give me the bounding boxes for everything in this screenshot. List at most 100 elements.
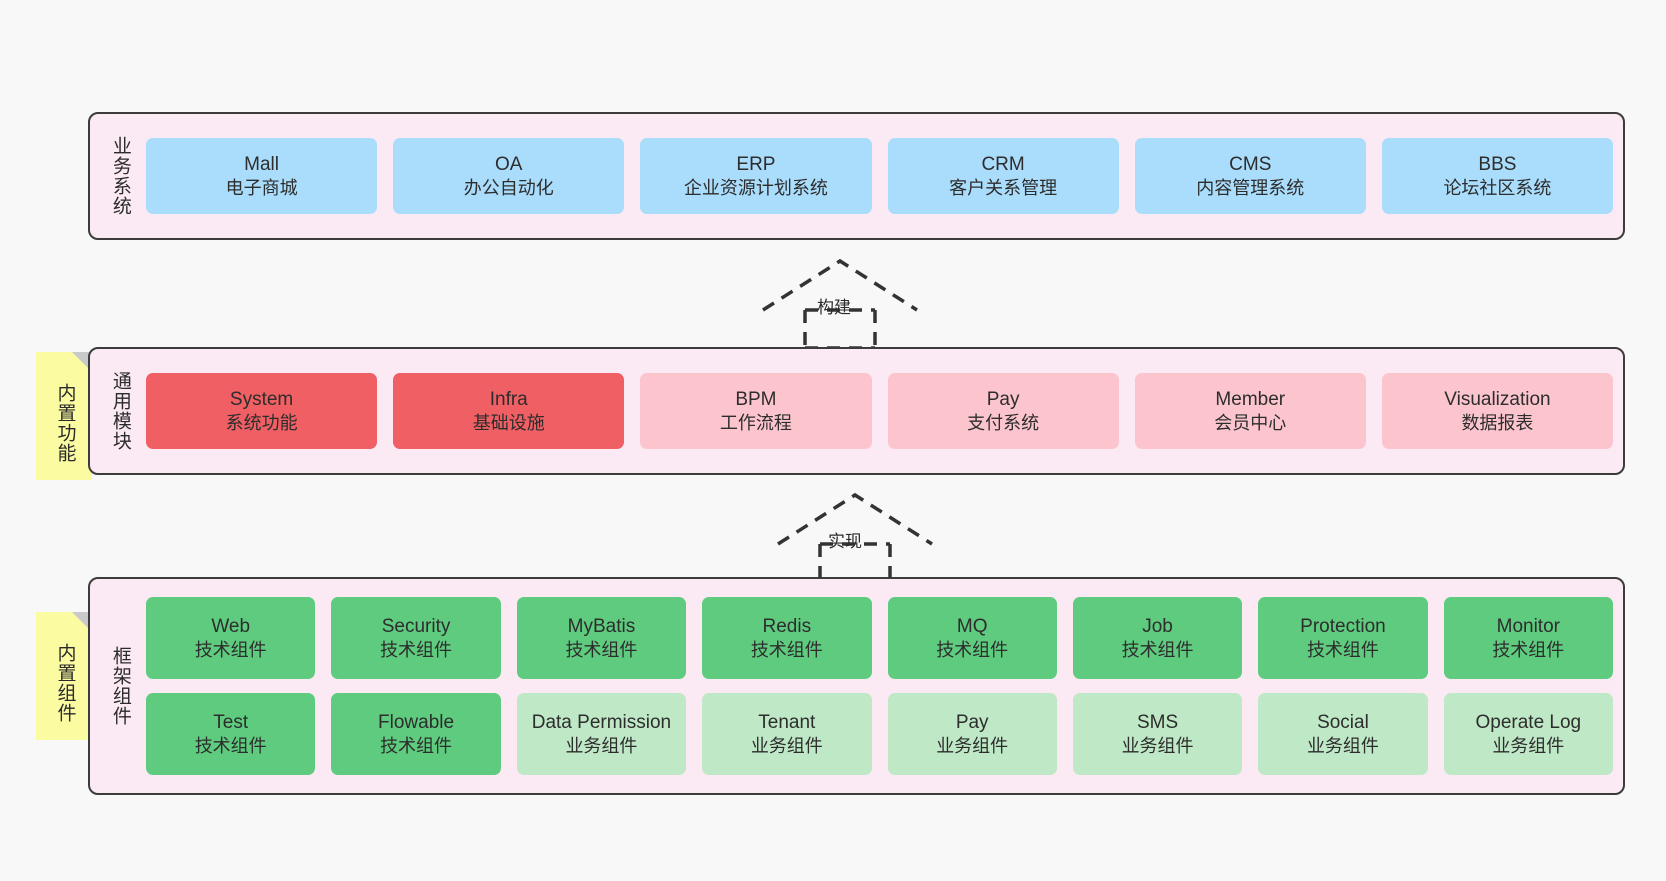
box-label-en: MQ bbox=[956, 615, 988, 637]
layer-row: Test 技术组件 Flowable 技术组件 Data Permission … bbox=[146, 693, 1613, 775]
box-label-cn: 会员中心 bbox=[1214, 412, 1287, 433]
box-data-permission[interactable]: Data Permission 业务组件 bbox=[516, 693, 687, 775]
box-flowable[interactable]: Flowable 技术组件 bbox=[331, 693, 501, 775]
box-redis[interactable]: Redis 技术组件 bbox=[702, 597, 872, 679]
box-label-cn: 业务组件 bbox=[1492, 735, 1565, 756]
arrow-label-build: 构建 bbox=[817, 298, 851, 317]
layer-row: System 系统功能 Infra 基础设施 BPM 工作流程 Pay 支付系统… bbox=[146, 373, 1614, 449]
box-label-cn: 基础设施 bbox=[472, 412, 545, 433]
box-oa[interactable]: OA 办公自动化 bbox=[393, 138, 625, 214]
box-label-cn: 客户关系管理 bbox=[949, 177, 1058, 198]
note-fold-corner-icon bbox=[72, 352, 92, 372]
box-pay[interactable]: Pay 支付系统 bbox=[887, 373, 1119, 449]
box-sms[interactable]: SMS 业务组件 bbox=[1072, 693, 1243, 775]
box-label-cn: 论坛社区系统 bbox=[1443, 177, 1552, 198]
box-label-en: Visualization bbox=[1444, 388, 1551, 410]
box-protection[interactable]: Protection 技术组件 bbox=[1258, 597, 1428, 679]
box-label-cn: 技术组件 bbox=[750, 639, 823, 660]
box-system[interactable]: System 系统功能 bbox=[146, 373, 378, 449]
sticky-note-label: 内置组件 bbox=[54, 643, 76, 723]
layer-row: Mall 电子商城 OA 办公自动化 ERP 企业资源计划系统 CRM 客户关系… bbox=[146, 138, 1614, 214]
box-bpm[interactable]: BPM 工作流程 bbox=[640, 373, 872, 449]
box-label-en: ERP bbox=[736, 153, 776, 175]
box-label-en: OA bbox=[495, 153, 523, 175]
box-social[interactable]: Social 业务组件 bbox=[1258, 693, 1428, 775]
box-label-cn: 办公自动化 bbox=[463, 177, 554, 198]
box-bbs[interactable]: BBS 论坛社区系统 bbox=[1381, 138, 1614, 214]
box-label-cn: 业务组件 bbox=[565, 735, 638, 756]
box-job[interactable]: Job 技术组件 bbox=[1072, 597, 1243, 679]
box-label-en: BBS bbox=[1478, 153, 1517, 175]
box-label-cn: 技术组件 bbox=[565, 639, 638, 660]
sticky-note-label: 内置功能 bbox=[54, 383, 76, 463]
box-tenant[interactable]: Tenant 业务组件 bbox=[702, 693, 872, 775]
box-label-en: Pay bbox=[986, 388, 1020, 410]
box-label-cn: 技术组件 bbox=[1492, 639, 1565, 660]
box-label-en: Member bbox=[1215, 388, 1286, 410]
sticky-note-builtin-components: 内置组件 bbox=[36, 612, 92, 740]
box-label-cn: 技术组件 bbox=[936, 639, 1009, 660]
box-label-cn: 技术组件 bbox=[1306, 639, 1379, 660]
box-member[interactable]: Member 会员中心 bbox=[1134, 373, 1366, 449]
box-monitor[interactable]: Monitor 技术组件 bbox=[1443, 597, 1613, 679]
box-mybatis[interactable]: MyBatis 技术组件 bbox=[516, 597, 687, 679]
box-pay-business[interactable]: Pay 业务组件 bbox=[887, 693, 1057, 775]
box-label-en: Data Permission bbox=[531, 711, 672, 733]
box-erp[interactable]: ERP 企业资源计划系统 bbox=[640, 138, 872, 214]
layer-common-modules: 通用模块 System 系统功能 Infra 基础设施 BPM 工作流程 Pay… bbox=[88, 347, 1625, 475]
box-label-cn: 业务组件 bbox=[936, 735, 1009, 756]
arrowhead-triangle bbox=[777, 492, 933, 546]
box-label-en: Social bbox=[1317, 711, 1369, 733]
box-label-en: BPM bbox=[735, 388, 777, 410]
box-label-cn: 工作流程 bbox=[719, 412, 792, 433]
box-visualization[interactable]: Visualization 数据报表 bbox=[1381, 373, 1614, 449]
box-mall[interactable]: Mall 电子商城 bbox=[146, 138, 378, 214]
box-label-cn: 技术组件 bbox=[380, 735, 453, 756]
box-label-en: Job bbox=[1142, 615, 1173, 637]
box-infra[interactable]: Infra 基础设施 bbox=[393, 373, 625, 449]
layer-body-business: Mall 电子商城 OA 办公自动化 ERP 企业资源计划系统 CRM 客户关系… bbox=[140, 122, 1614, 230]
layer-row: Web 技术组件 Security 技术组件 MyBatis 技术组件 Redi… bbox=[146, 597, 1613, 679]
note-fold-corner-icon bbox=[72, 612, 92, 632]
sticky-note-builtin-features: 内置功能 bbox=[36, 352, 92, 480]
layer-business-system: 业务系统 Mall 电子商城 OA 办公自动化 ERP 企业资源计划系统 CRM… bbox=[88, 112, 1625, 240]
box-cms[interactable]: CMS 内容管理系统 bbox=[1134, 138, 1366, 214]
box-test[interactable]: Test 技术组件 bbox=[146, 693, 316, 775]
box-label-en: CMS bbox=[1229, 153, 1272, 175]
layer-title-modules: 通用模块 bbox=[109, 371, 131, 451]
box-security[interactable]: Security 技术组件 bbox=[331, 597, 501, 679]
box-label-en: CRM bbox=[981, 153, 1025, 175]
box-label-en: Infra bbox=[489, 388, 528, 410]
box-label-cn: 技术组件 bbox=[380, 639, 453, 660]
box-label-en: Operate Log bbox=[1475, 711, 1582, 733]
box-label-cn: 技术组件 bbox=[1121, 639, 1194, 660]
layer-title-framework: 框架组件 bbox=[109, 646, 131, 726]
box-mq[interactable]: MQ 技术组件 bbox=[887, 597, 1057, 679]
box-crm[interactable]: CRM 客户关系管理 bbox=[887, 138, 1119, 214]
box-label-en: Security bbox=[381, 615, 451, 637]
arrow-label-implement: 实现 bbox=[828, 532, 862, 551]
box-label-cn: 电子商城 bbox=[225, 177, 298, 198]
box-label-en: Tenant bbox=[758, 711, 816, 733]
arrowhead-triangle bbox=[762, 258, 918, 312]
layer-framework-components: 框架组件 Web 技术组件 Security 技术组件 MyBatis 技术组件… bbox=[88, 577, 1625, 795]
box-label-cn: 企业资源计划系统 bbox=[683, 177, 828, 198]
box-label-en: Protection bbox=[1300, 615, 1386, 637]
box-label-cn: 业务组件 bbox=[1121, 735, 1194, 756]
layer-title-business: 业务系统 bbox=[109, 136, 131, 216]
box-label-en: Flowable bbox=[378, 711, 455, 733]
box-label-cn: 内容管理系统 bbox=[1196, 177, 1305, 198]
box-label-cn: 业务组件 bbox=[1306, 735, 1379, 756]
arrow-build: 构建 bbox=[755, 258, 925, 350]
box-label-cn: 支付系统 bbox=[967, 412, 1040, 433]
box-web[interactable]: Web 技术组件 bbox=[146, 597, 316, 679]
arrow-implement: 实现 bbox=[770, 492, 940, 584]
box-label-en: Mall bbox=[244, 153, 279, 175]
layer-body-framework: Web 技术组件 Security 技术组件 MyBatis 技术组件 Redi… bbox=[140, 587, 1613, 785]
box-label-en: SMS bbox=[1136, 711, 1179, 733]
box-label-en: Monitor bbox=[1496, 615, 1560, 637]
box-label-en: Web bbox=[211, 615, 251, 637]
box-label-cn: 系统功能 bbox=[225, 412, 298, 433]
box-operate-log[interactable]: Operate Log 业务组件 bbox=[1443, 693, 1613, 775]
